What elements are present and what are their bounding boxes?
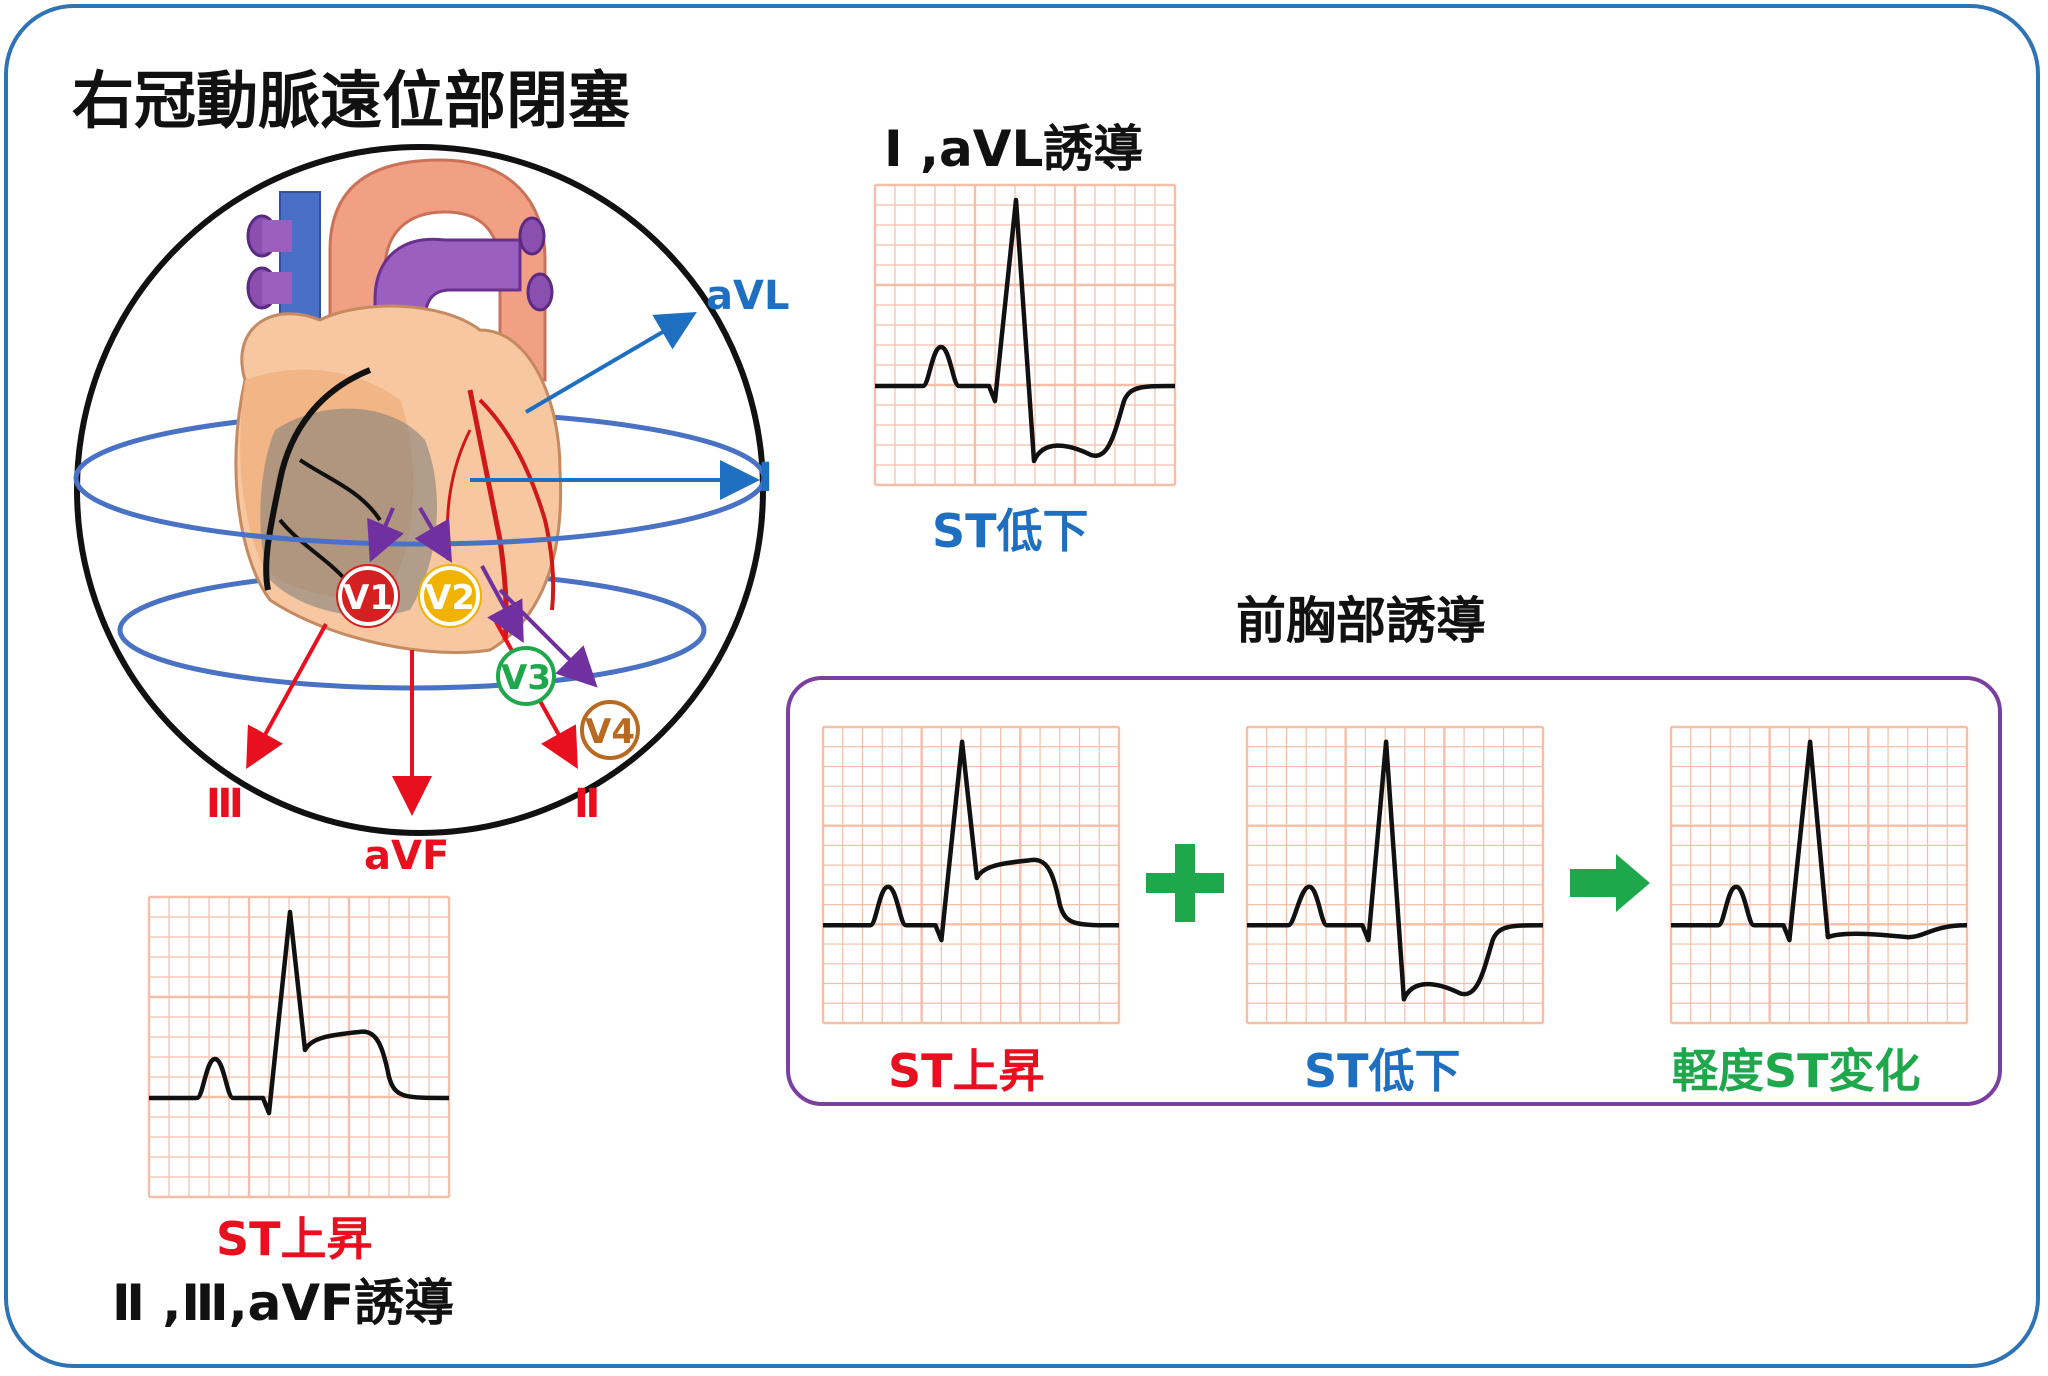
precordial-heading: 前胸部誘導 — [1236, 592, 1486, 650]
lateral-caption: ST低下 — [932, 504, 1089, 558]
sphere-outline — [74, 144, 766, 836]
lead-v2-badge: V2 — [418, 564, 482, 628]
heart-diagram: V1 V2 V3 V4 — [73, 144, 767, 836]
ecg-lateral — [873, 183, 1177, 487]
ecg-precordial-mild — [1669, 725, 1969, 1025]
axis-label-ii: Ⅱ — [574, 781, 601, 827]
svg-text:V3: V3 — [501, 658, 551, 698]
precordial-caption-3: 軽度ST変化 — [1672, 1044, 1921, 1098]
ecg-trace — [875, 197, 1176, 464]
axis-label-iii: Ⅲ — [206, 781, 244, 827]
page-title: 右冠動脈遠位部閉塞 — [72, 64, 631, 137]
precordial-caption-1: ST上昇 — [888, 1044, 1045, 1098]
svg-text:V4: V4 — [585, 712, 635, 752]
lead-v3-badge: V3 — [496, 646, 556, 706]
lead-v4-badge: V4 — [580, 700, 640, 760]
precordial-panel — [786, 676, 2002, 1106]
precordial-caption-2: ST低下 — [1304, 1044, 1461, 1098]
plus-sign — [1146, 844, 1224, 922]
lead-v1-badge: V1 — [336, 564, 400, 628]
axis-label-avl: aVL — [706, 273, 790, 319]
axis-avl-arrow — [524, 311, 697, 414]
ecg-precordial-depression — [1245, 725, 1545, 1025]
ecg-trace — [1671, 739, 1968, 943]
ecg-inferior — [147, 895, 451, 1199]
inferior-leads-heading: Ⅱ ,Ⅲ,aVF誘導 — [112, 1274, 455, 1332]
inferior-caption: ST上昇 — [216, 1212, 373, 1266]
axis-iii-arrow — [246, 623, 328, 770]
infarct-area — [260, 408, 437, 616]
svg-text:V2: V2 — [425, 578, 475, 618]
ecg-trace — [1247, 739, 1544, 1002]
ecg-precordial-elevation — [821, 725, 1121, 1025]
outer-frame — [4, 4, 2040, 1368]
axis-label-avf: aVF — [364, 833, 450, 879]
arrow-right-icon — [1570, 854, 1650, 912]
ecg-trace — [149, 909, 450, 1116]
svg-text:V1: V1 — [343, 578, 393, 618]
ecg-trace — [823, 739, 1120, 943]
lateral-leads-heading: Ⅰ ,aVL誘導 — [884, 120, 1144, 178]
axis-label-i: Ⅰ — [758, 455, 773, 501]
